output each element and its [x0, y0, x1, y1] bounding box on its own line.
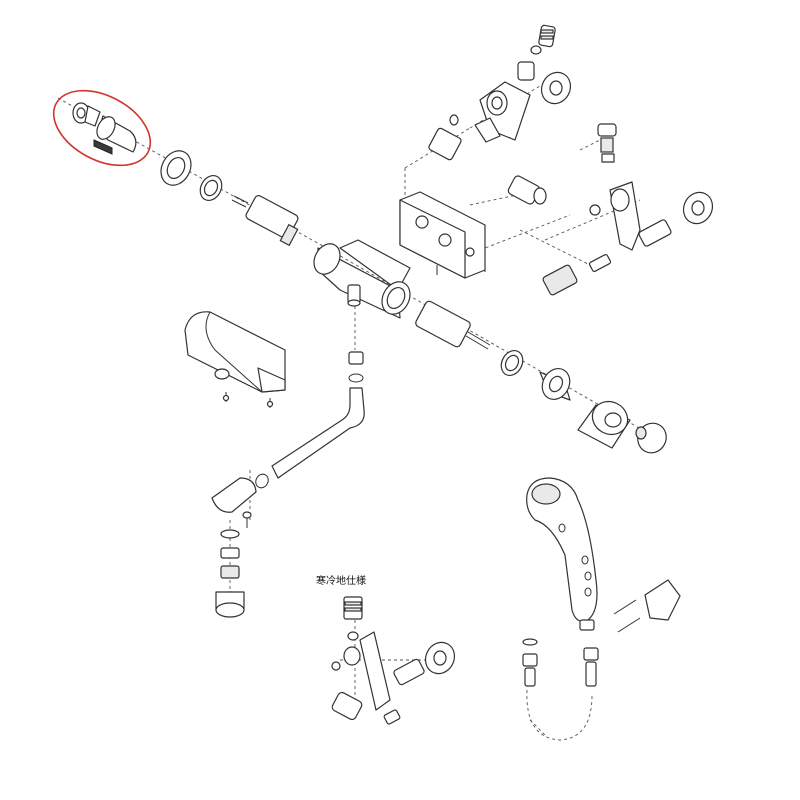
highlighted-handle-part[interactable]	[41, 75, 163, 180]
spout-pipe	[211, 351, 365, 528]
shower-head	[526, 477, 598, 631]
cold-region-label: 寒冷地仕様	[316, 574, 366, 587]
highlight-ring	[52, 89, 152, 167]
left-cartridge-stack	[160, 150, 299, 247]
right-cartridge-stack	[415, 300, 571, 401]
shower-hose-ends	[522, 638, 599, 687]
cold-region-fitting	[331, 596, 456, 725]
handle-cap	[72, 102, 101, 127]
wall-bracket-plate	[399, 191, 486, 279]
cover-plate	[184, 311, 286, 408]
right-handle-knob	[577, 400, 667, 454]
top-right-elbow-fitting	[428, 24, 572, 161]
mixer-valve-body	[313, 239, 411, 319]
handle-lever	[93, 115, 137, 155]
right-elbow-fitting	[507, 123, 714, 296]
shower-holder	[613, 579, 681, 633]
aerator-stack	[215, 529, 245, 618]
